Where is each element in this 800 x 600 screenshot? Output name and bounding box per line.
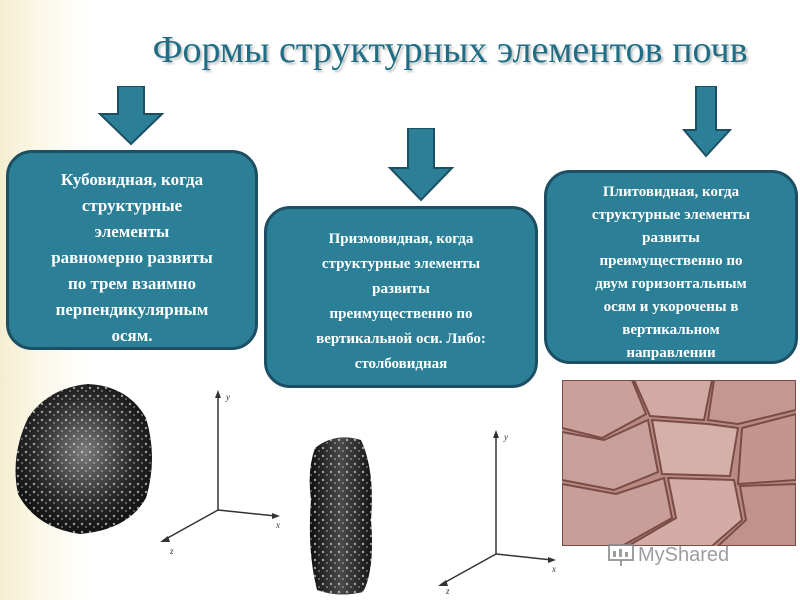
cubic-structure-box: Кубовидная, когда структурные элементы р… xyxy=(6,150,258,350)
cubic-soil-aggregate-image xyxy=(15,384,152,534)
platy-rocks-image xyxy=(562,380,796,546)
watermark-text: MyShared xyxy=(638,543,730,566)
axis-label-y: y xyxy=(225,392,230,402)
slide-title: Формы структурных элементов почв xyxy=(152,29,748,71)
axis-label-y: y xyxy=(503,432,508,442)
platy-structure-text: Плитовидная, когда структурные элементы … xyxy=(591,184,751,361)
arrow-down-icon xyxy=(97,86,165,146)
prismatic-soil-aggregate-image xyxy=(309,437,372,595)
watermark-logo: MyShared xyxy=(608,540,729,570)
coordinate-axes-diagram: y x z xyxy=(160,390,280,556)
arrow-down-icon xyxy=(387,128,455,202)
presentation-icon xyxy=(608,544,634,566)
platy-structure-box: Плитовидная, когда структурные элементы … xyxy=(544,170,798,364)
axis-label-z: z xyxy=(445,586,450,596)
axis-label-x: x xyxy=(551,564,556,574)
coordinate-axes-diagram: y x z xyxy=(438,430,556,596)
axis-label-x: x xyxy=(275,520,280,530)
prismatic-structure-text: Призмовидная, когда структурные элементы… xyxy=(316,231,486,372)
axis-label-z: z xyxy=(169,546,174,556)
prismatic-structure-box: Призмовидная, когда структурные элементы… xyxy=(264,206,538,388)
cubic-structure-text: Кубовидная, когда структурные элементы р… xyxy=(51,170,213,345)
arrow-down-icon xyxy=(682,86,732,158)
